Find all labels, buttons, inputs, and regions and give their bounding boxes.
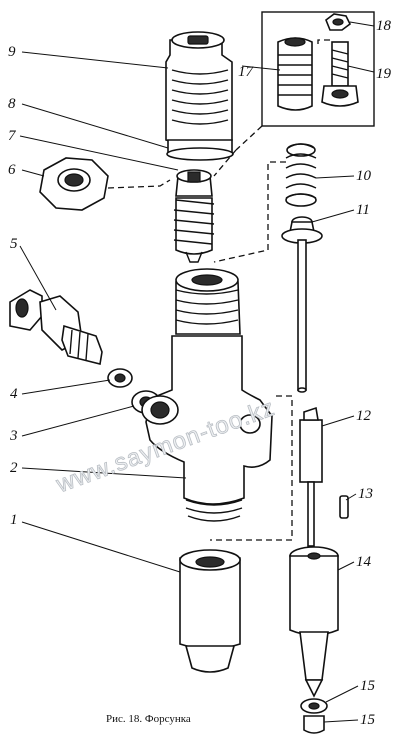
callout-4: 4 [10,386,18,402]
callout-11: 11 [356,202,370,218]
callout-labels: 9 8 7 6 5 4 3 2 1 17 18 19 10 11 12 13 1… [8,18,392,728]
part-13-pin [339,495,349,519]
callout-15-lower: 15 [360,712,376,728]
assembly-lines [107,39,330,541]
callout-1: 1 [10,512,18,528]
inset-box [261,11,375,127]
callout-18: 18 [376,18,392,34]
callout-5: 5 [10,236,18,252]
part-10-spring [285,143,317,207]
part-14-atomizer [289,546,339,698]
callout-19: 19 [376,66,392,82]
callout-15-upper: 15 [360,678,376,694]
part-4-sealing-ring [107,368,133,388]
part-6-hex-nut [39,157,109,211]
callout-6: 6 [8,162,16,178]
callout-13: 13 [358,486,373,502]
callout-17: 17 [238,64,255,80]
part-11-rod [281,216,323,393]
part-1-lower-cap-nut [179,549,241,673]
callout-9: 9 [8,44,16,60]
part-17-spring-cap [277,37,313,111]
figure-caption: Рис. 18. Форсунка [106,713,191,725]
part-8-washer [166,147,234,161]
callout-10: 10 [356,168,372,184]
part-15-washers [300,698,328,734]
part-18-small-nut [325,13,352,31]
callout-3: 3 [9,428,18,444]
part-12-needle [299,406,323,547]
part-7-adjusting-screw [173,169,215,263]
part-2-injector-body [141,268,273,522]
callout-8: 8 [8,96,16,112]
callout-2: 2 [10,460,18,476]
callout-7: 7 [8,128,17,144]
callout-14: 14 [356,554,372,570]
leader-lines [19,21,375,723]
part-19-screw [321,41,359,107]
part-9-cap-nut [165,31,233,157]
part-5-union-fitting [9,289,103,365]
callout-12: 12 [356,408,372,424]
